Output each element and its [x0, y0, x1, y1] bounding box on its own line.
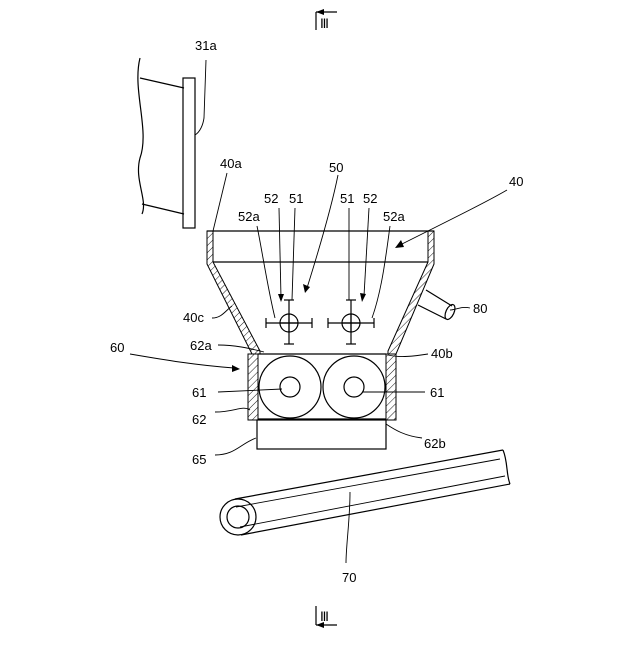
label-40b: 40b [431, 346, 453, 361]
section-mark-bottom: Ⅲ [316, 606, 337, 628]
label-51-left: 51 [289, 191, 303, 206]
label-51-right: 51 [340, 191, 354, 206]
section-mark-top: Ⅲ [316, 9, 337, 31]
section-mark-bottom-label: Ⅲ [320, 609, 329, 624]
rotor-left [266, 300, 312, 344]
label-40c: 40c [183, 310, 204, 325]
plate-31a [138, 58, 206, 228]
label-80: 80 [473, 301, 487, 316]
label-61-left: 61 [192, 385, 206, 400]
label-52a-left: 52a [238, 209, 260, 224]
label-31a: 31a [195, 38, 217, 53]
label-70: 70 [342, 570, 356, 585]
label-40: 40 [509, 174, 523, 189]
outlet-65 [257, 420, 386, 449]
label-61-right: 61 [430, 385, 444, 400]
label-62b: 62b [424, 436, 446, 451]
label-50: 50 [329, 160, 343, 175]
rotor-right [328, 300, 374, 344]
reference-labels: 31a 40a 50 40 52 51 52a 51 52 52a 80 40c… [110, 38, 523, 585]
label-60: 60 [110, 340, 124, 355]
label-65: 65 [192, 452, 206, 467]
hopper-40 [207, 231, 457, 354]
roller-right [323, 356, 385, 418]
roller-left [259, 356, 321, 418]
label-52-left: 52 [264, 191, 278, 206]
conveyor-70 [220, 450, 510, 535]
label-52a-right: 52a [383, 209, 405, 224]
label-52-right: 52 [363, 191, 377, 206]
section-mark-top-label: Ⅲ [320, 16, 329, 31]
label-62: 62 [192, 412, 206, 427]
label-62a: 62a [190, 338, 212, 353]
label-40a: 40a [220, 156, 242, 171]
